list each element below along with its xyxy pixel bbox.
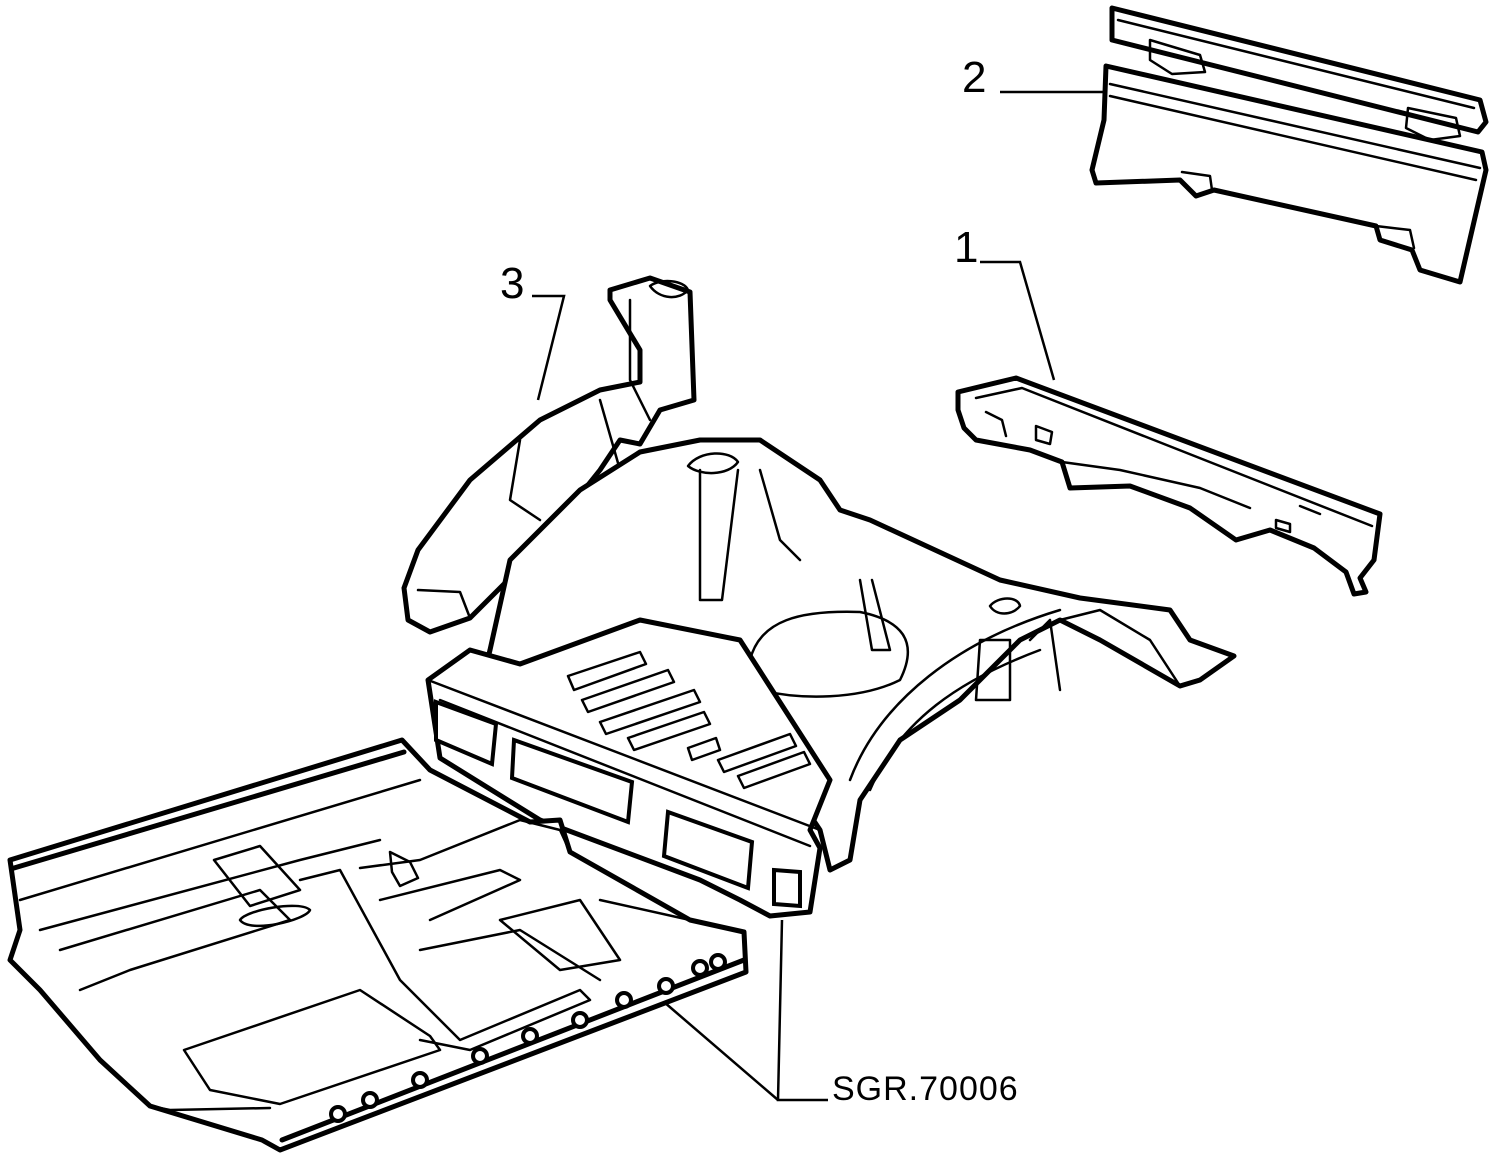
- reference-code: SGR.70006: [832, 1070, 1019, 1108]
- callout-1-label: 1: [954, 223, 978, 272]
- leader-3: [532, 294, 566, 401]
- part-1-side-rail[interactable]: [955, 375, 1383, 597]
- callout-2-label: 2: [962, 53, 986, 102]
- leader-lines: [532, 90, 1106, 1102]
- part-2-rear-panel[interactable]: [1089, 5, 1489, 285]
- leader-ref-2: [663, 1001, 779, 1101]
- leader-1: [980, 260, 1056, 381]
- front-floor-pan[interactable]: [7, 737, 749, 1153]
- leader-ref: [776, 919, 828, 1102]
- callout-3-label: 3: [500, 259, 524, 308]
- part-3-rear-floor[interactable]: [401, 275, 1237, 919]
